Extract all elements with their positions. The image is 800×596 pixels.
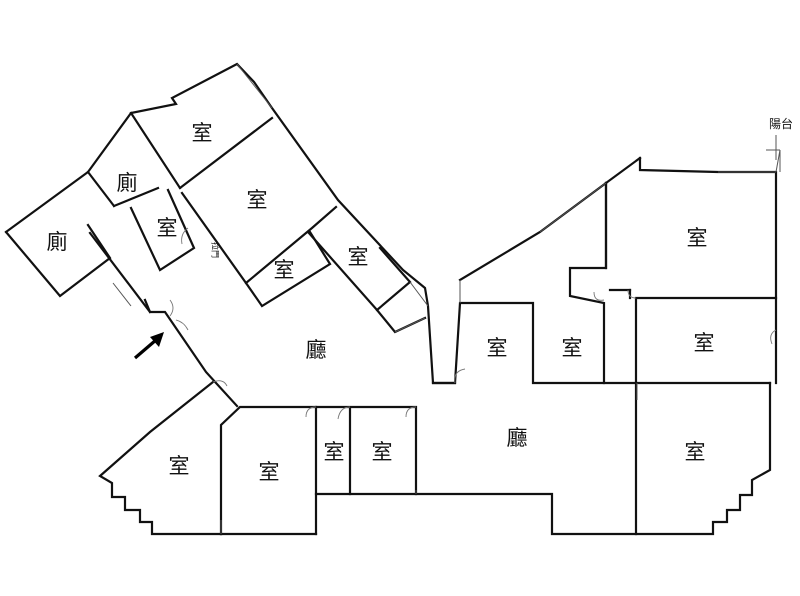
hall-label: 廳 bbox=[507, 426, 528, 450]
room-label: 室 bbox=[192, 121, 213, 145]
detail-lines bbox=[112, 63, 781, 534]
hall-label: 廳 bbox=[306, 338, 327, 362]
room-label: 室 bbox=[487, 336, 508, 360]
room-labels: 室 廁 廁 室 室 室 室 拉門 廳 室 室 室 室 陽台 室 室 室 室 廳 … bbox=[47, 116, 794, 484]
toilet-label: 廁 bbox=[117, 171, 138, 195]
toilet-label: 廁 bbox=[47, 230, 68, 254]
doors bbox=[169, 227, 777, 420]
room-label: 室 bbox=[562, 336, 583, 360]
room-label: 室 bbox=[694, 331, 715, 355]
room-label: 室 bbox=[247, 188, 268, 212]
sliding-door-note: 拉門 bbox=[211, 242, 221, 258]
room-label: 室 bbox=[259, 460, 280, 484]
balcony-label: 陽台 bbox=[769, 116, 793, 131]
room-label: 室 bbox=[324, 440, 345, 464]
room-label: 室 bbox=[687, 226, 708, 250]
room-label: 室 bbox=[685, 440, 706, 464]
room-label: 室 bbox=[274, 258, 295, 282]
entrance-arrow-icon bbox=[133, 332, 164, 360]
room-label: 室 bbox=[348, 245, 369, 269]
room-label: 室 bbox=[157, 216, 178, 240]
room-label: 室 bbox=[372, 440, 393, 464]
room-label: 室 bbox=[169, 454, 190, 478]
